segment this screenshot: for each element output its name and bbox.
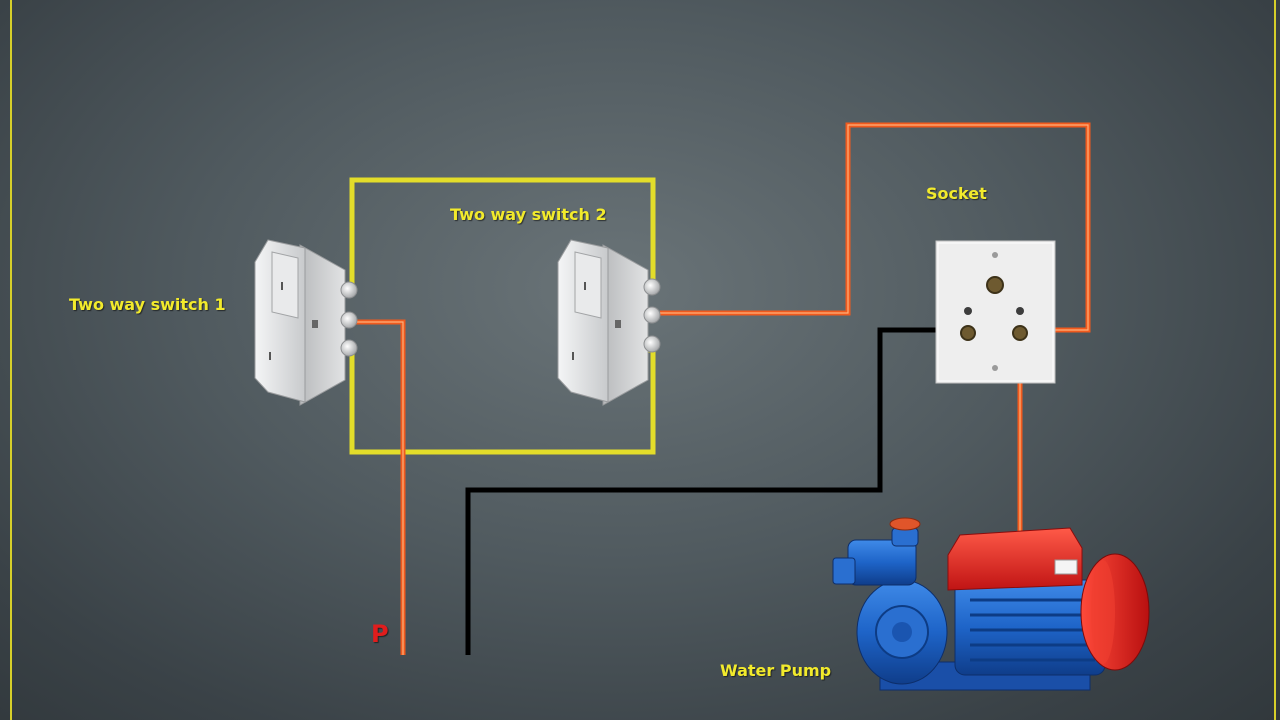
pump-label: Water Pump [720,661,832,680]
socket-earth-pin [986,276,1004,294]
phase-wire-supply [355,319,406,655]
switch1-terminal-bottom [340,339,358,357]
socket [935,240,1056,384]
switch2-label: Two way switch 2 [450,205,607,224]
switch1-label: Two way switch 1 [69,295,226,314]
water-pump [832,517,1150,691]
switch2-terminal-bottom [643,335,661,353]
socket-live-pin [1012,325,1028,341]
switch1-terminal-top [340,281,358,299]
two-way-switch-2 [557,239,661,406]
phase-label: P [371,620,389,648]
neutral-wire [465,327,966,655]
switch2-terminal-mid [643,306,661,324]
socket-label: Socket [926,184,987,203]
switch1-terminal-mid [340,311,358,329]
switch2-terminal-top [643,278,661,296]
two-way-switch-1 [254,239,358,406]
socket-neutral-pin [960,325,976,341]
